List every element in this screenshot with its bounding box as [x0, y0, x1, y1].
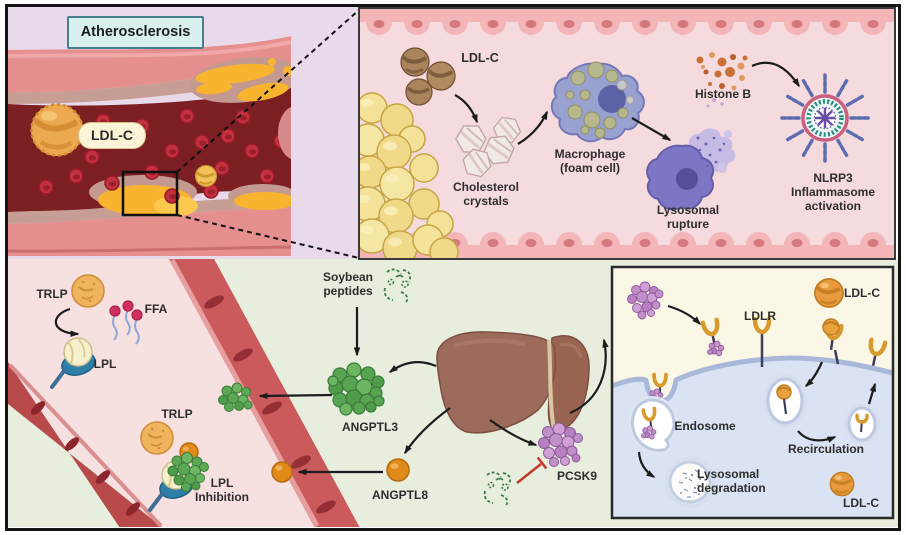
trlp-particle-lower-icon: [140, 421, 174, 455]
vessel-wall-left: [8, 362, 163, 527]
pcsk9-free-icon: [627, 281, 664, 320]
arrow-liver-to-cell-panel: [569, 338, 609, 415]
inhibition-line-pcsk9: [516, 456, 548, 484]
foam-cell-cluster-icon: [360, 92, 459, 258]
lpl-inhibition-complex-icon: [148, 442, 209, 512]
cell-membrane: [613, 355, 892, 404]
arrow-histone-to-nlrp3: [751, 61, 800, 88]
vessel-lumen-bg: [8, 259, 317, 527]
angptl8-sphere-icon: [386, 458, 410, 482]
atherosclerosis-title: Atherosclerosis: [67, 16, 204, 49]
inset-panel-border: [358, 7, 896, 260]
ldl-c-pill-label: LDL-C: [78, 122, 146, 149]
arrow-liver-to-angptl3: [388, 361, 437, 373]
inset-connector-bottom: [176, 214, 360, 259]
lysosomal-rupture-icon: [646, 128, 736, 211]
arrow-endosome-to-lysosome: [637, 451, 656, 478]
artery-illustration: [8, 36, 291, 256]
vesicle-recycling-icon: [844, 403, 880, 445]
arrow-trlp-lipolysis: [54, 307, 80, 337]
arrow-ldl-to-crystals: [454, 94, 479, 124]
pcsk9-cluster-icon: [538, 422, 583, 467]
endosome-icon: [628, 395, 679, 455]
angptl8-in-vessel-icon: [271, 461, 293, 483]
vessel-illustration: [8, 259, 383, 527]
small-ldl-particle-icon: [194, 164, 218, 188]
cell-panel-border: [610, 265, 895, 520]
branch-vessel-blob: [278, 107, 291, 159]
arrow-angptl3-into-vessel: [258, 392, 333, 400]
arrow-internalization: [804, 361, 824, 387]
liver-icon: [436, 331, 590, 434]
arrow-pcsk9-to-ldlr: [667, 304, 702, 326]
vesicle-internalized-icon: [763, 374, 807, 428]
angptl3-in-vessel-icon: [218, 382, 253, 412]
inset-connector-top: [176, 9, 360, 173]
lysosome-icon: [664, 456, 716, 508]
ldl-c-free-top-icon: [813, 277, 845, 309]
trlp-particle-icon: [71, 274, 105, 308]
ldl-c-particle-icon: [30, 103, 84, 157]
arrow-macrophage-to-rupture: [631, 117, 672, 141]
endothelium-top: [360, 9, 894, 35]
arrow-recirculation: [797, 430, 837, 443]
ldl-c-free-bottom-icon: [828, 470, 856, 498]
arrow-return-to-membrane: [867, 382, 877, 405]
zoom-region-rectangle: [121, 170, 179, 217]
ldlr-receptor-ldl-bound: [822, 318, 844, 365]
nlrp3-inflammasome-icon: [779, 72, 871, 164]
macrophage-icon: [550, 61, 645, 143]
endothelium-bottom: [360, 232, 894, 258]
ldl-c-spheres-icon: [400, 47, 456, 106]
arrow-crystals-to-macrophage: [517, 110, 549, 145]
arrow-liver-to-angptl8: [404, 407, 451, 455]
arrow-liver-to-pcsk9: [489, 419, 538, 447]
angptl3-cluster-icon: [327, 362, 385, 416]
figure-border: [5, 4, 901, 531]
histone-b-icon: [696, 52, 748, 108]
